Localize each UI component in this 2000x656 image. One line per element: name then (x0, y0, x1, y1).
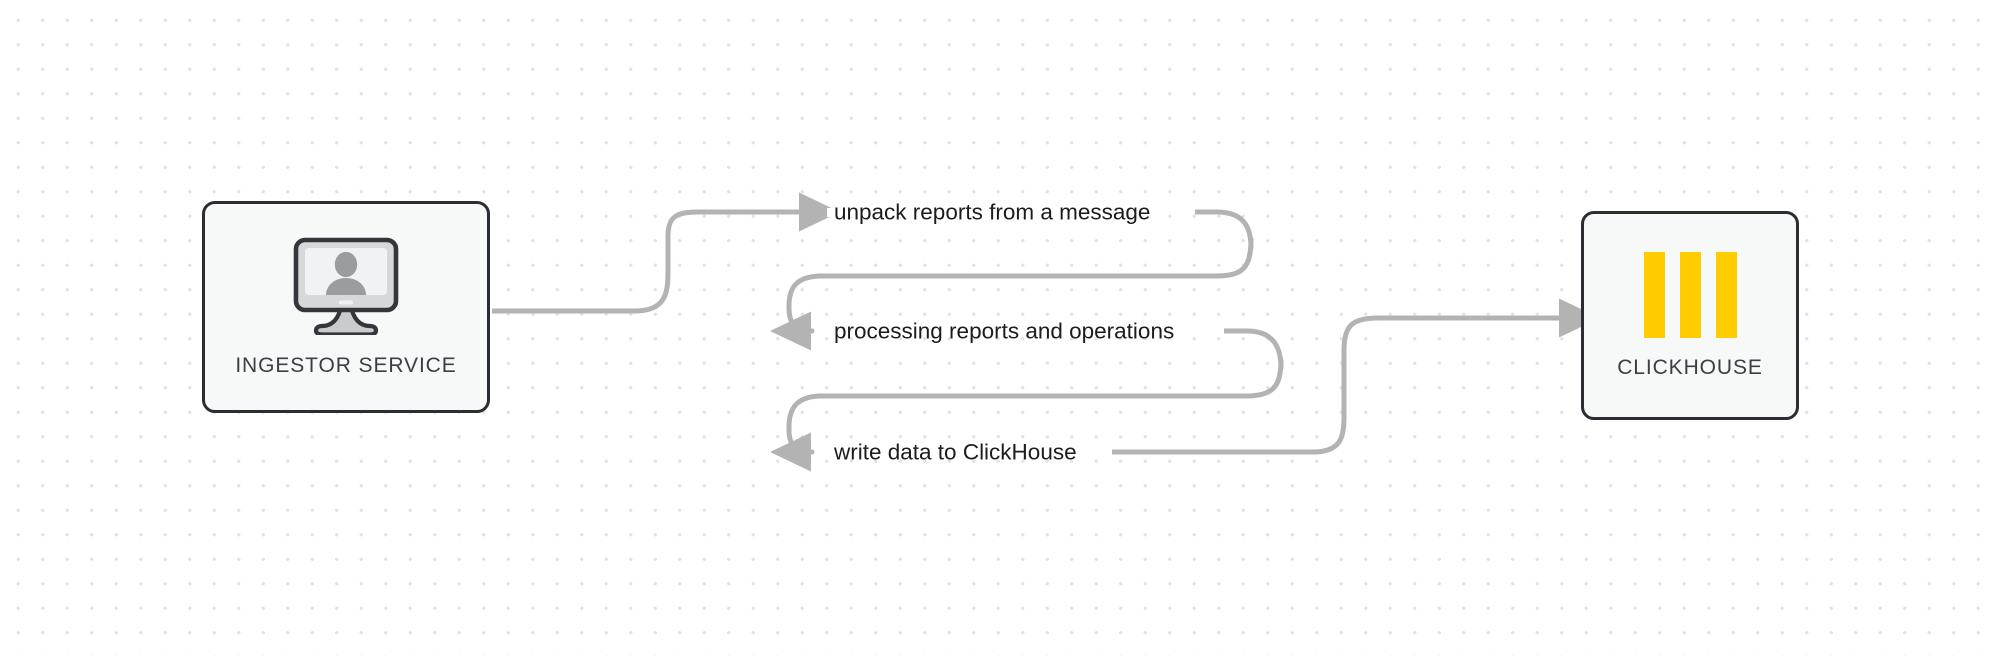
edge-path-write (770, 328, 1284, 472)
node-clickhouse[interactable]: CLICKHOUSE (1581, 211, 1799, 420)
edge-path-unpack (492, 192, 840, 314)
edge-path-to-clickhouse (1112, 298, 1600, 455)
monitor-user-icon (292, 237, 400, 337)
edge-label-write: write data to ClickHouse (827, 439, 1084, 466)
node-ingestor-service[interactable]: INGESTOR SERVICE (202, 201, 490, 413)
edge-label-unpack-text: unpack reports from a message (834, 199, 1151, 225)
clickhouse-bar-3 (1715, 251, 1737, 338)
clickhouse-bar-1 (1643, 251, 1665, 338)
label-mask (827, 207, 1157, 217)
label-mask (827, 326, 1181, 336)
clickhouse-logo-icon (1643, 251, 1737, 338)
node-ingestor-service-label: INGESTOR SERVICE (235, 353, 457, 377)
edge-label-write-text: write data to ClickHouse (834, 439, 1077, 465)
node-clickhouse-label: CLICKHOUSE (1617, 355, 1763, 379)
edge-label-processing-text: processing reports and operations (834, 318, 1175, 344)
edge-label-unpack: unpack reports from a message (827, 199, 1157, 226)
edge-label-processing: processing reports and operations (827, 318, 1181, 345)
edge-path-processing (770, 209, 1254, 351)
clickhouse-bar-2 (1679, 251, 1701, 338)
label-mask (827, 447, 1084, 457)
